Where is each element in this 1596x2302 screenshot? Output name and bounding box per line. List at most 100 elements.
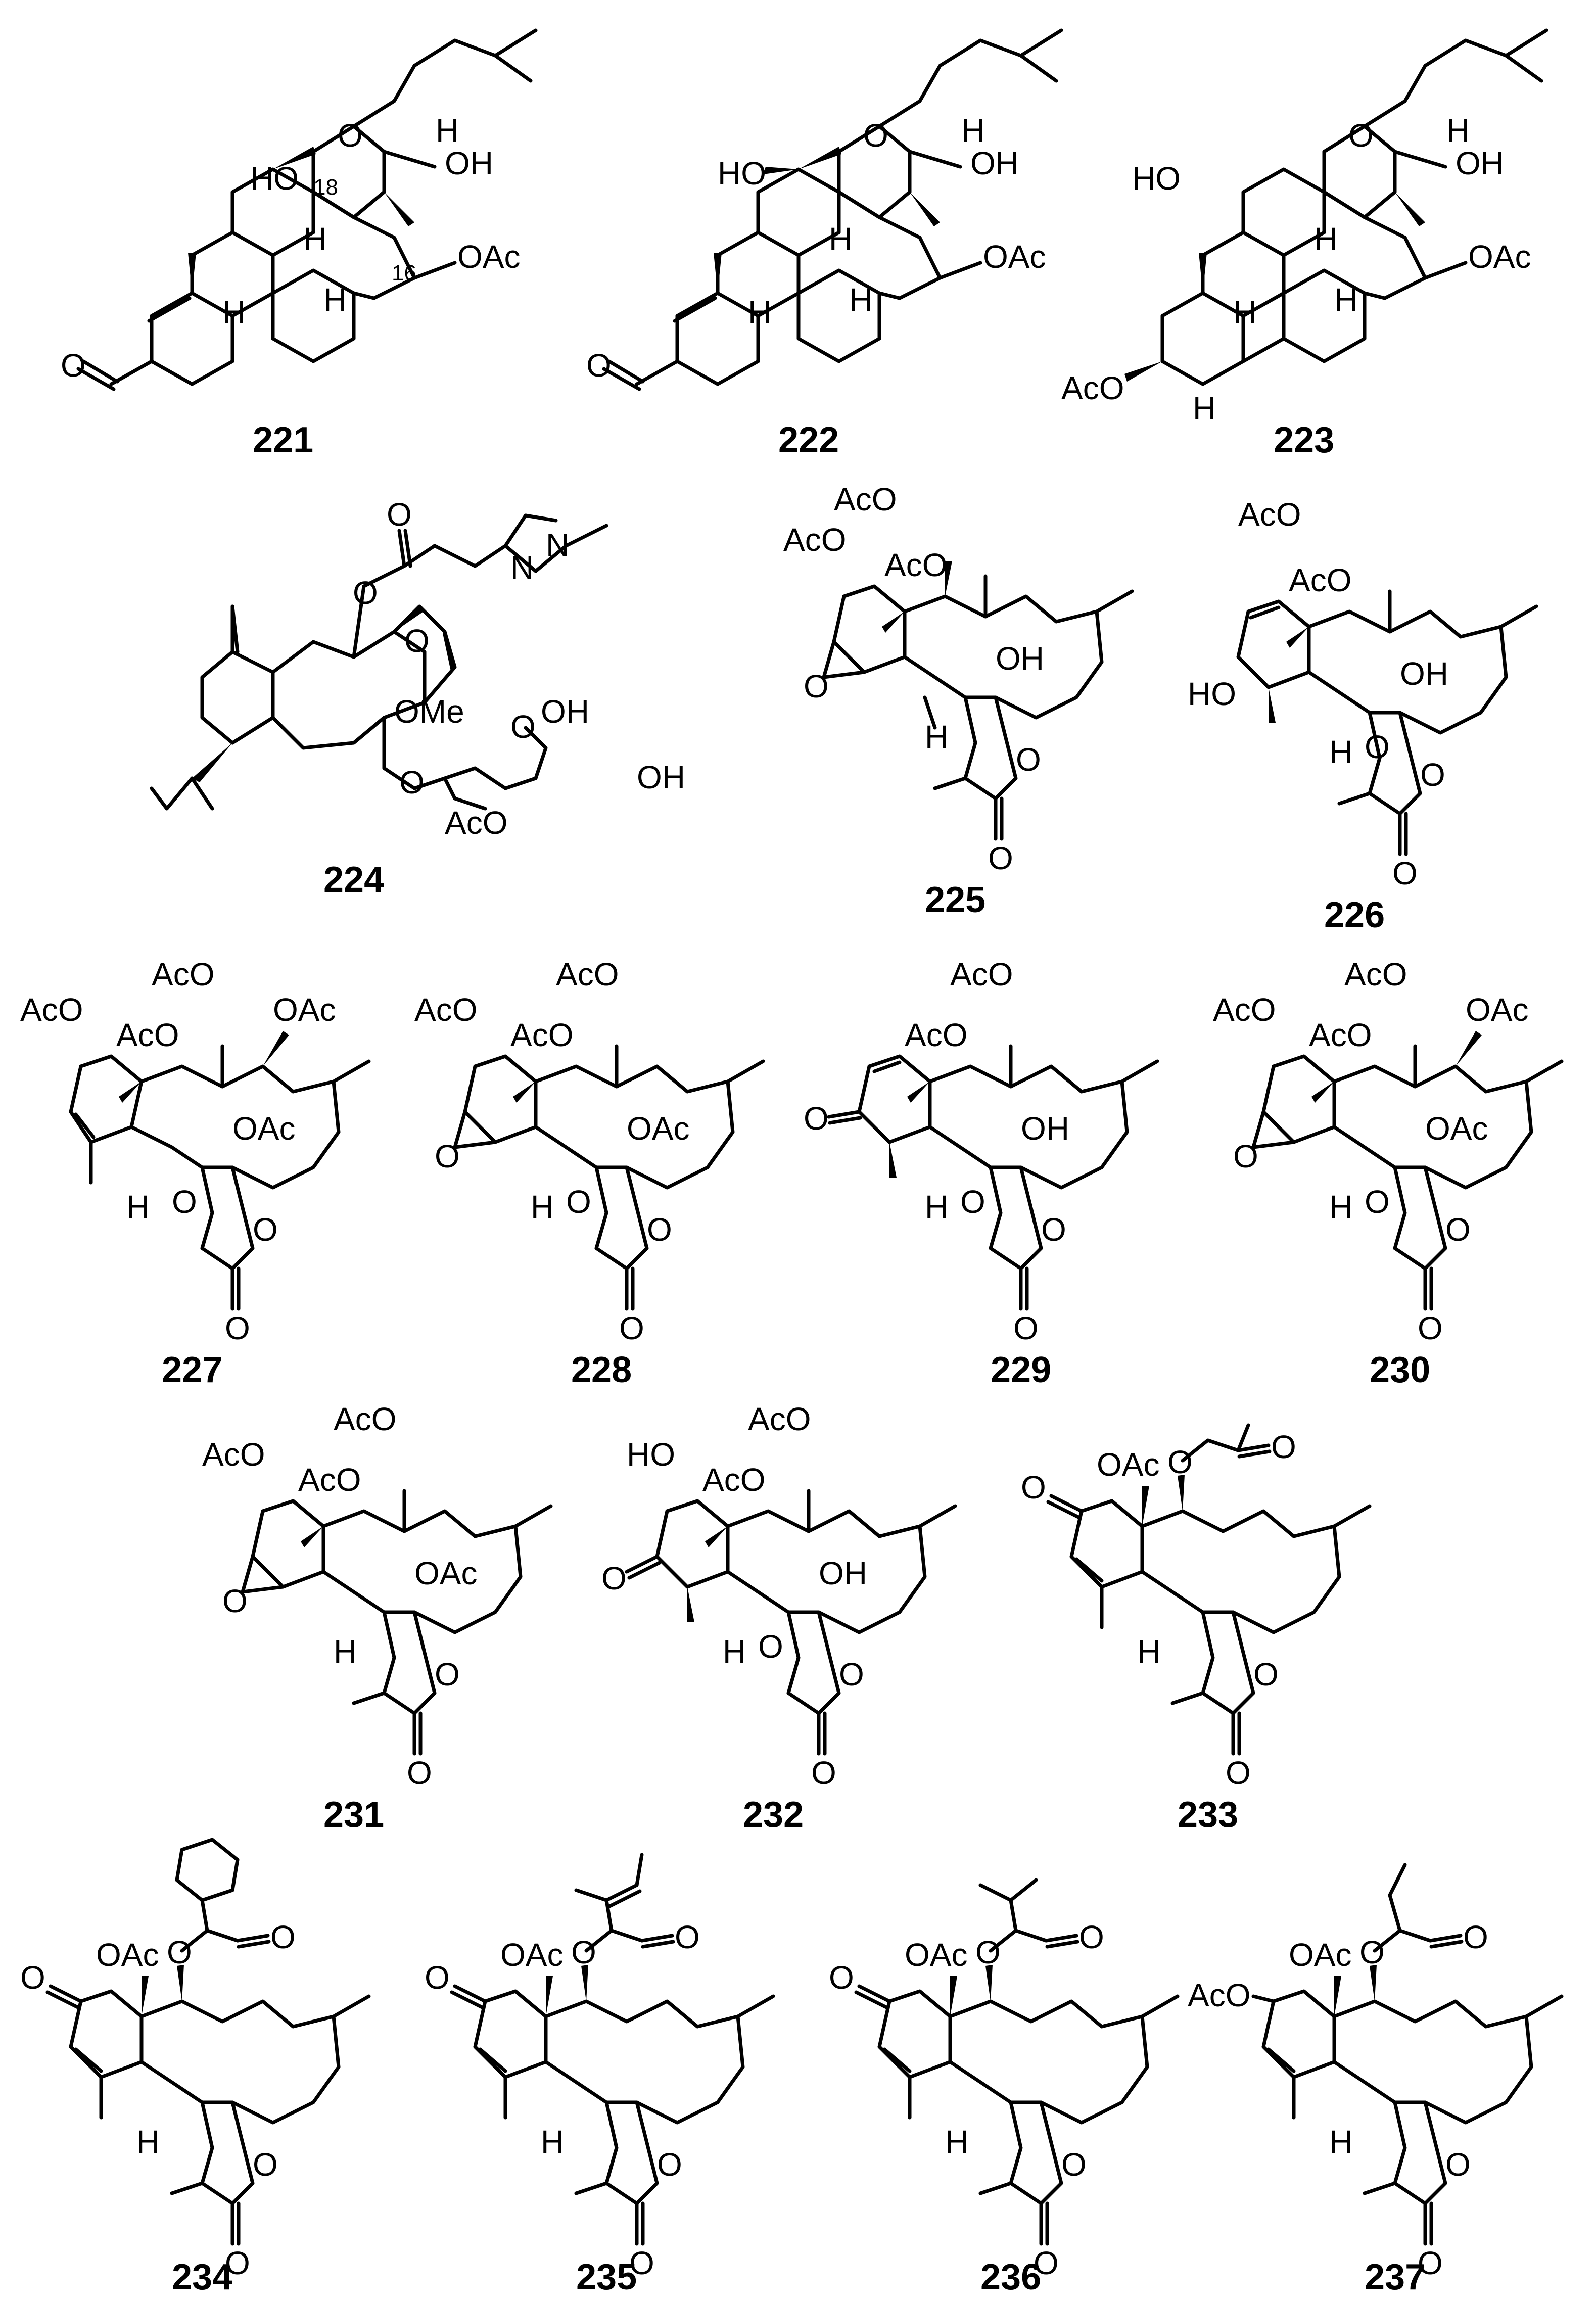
compound-226-oh: OH bbox=[1400, 655, 1448, 692]
compound-236-bonds bbox=[854, 1878, 1180, 2246]
compound-229-aco1: AcO bbox=[950, 956, 1013, 993]
compound-237-bonds bbox=[1251, 1863, 1564, 2246]
compound-223-aco: AcO bbox=[1061, 370, 1124, 406]
compound-231-aco2: AcO bbox=[334, 1401, 396, 1437]
compound-221-id: 221 bbox=[253, 420, 313, 460]
compound-237-h: H bbox=[1329, 2124, 1352, 2160]
compound-224-n2: N bbox=[510, 549, 534, 586]
compound-222-h3: H bbox=[849, 281, 872, 318]
compound-227-bonds bbox=[69, 1031, 371, 1311]
compound-225-aco3: AcO bbox=[884, 547, 947, 583]
compound-222-ho: HO bbox=[718, 155, 766, 192]
compound-235-o-ester1: O bbox=[571, 1934, 596, 1970]
compound-222-oh: OH bbox=[970, 145, 1019, 181]
compound-235-o-ester2: O bbox=[675, 1919, 700, 1955]
compound-228-aco2: AcO bbox=[556, 956, 619, 993]
compound-236-oac: OAc bbox=[905, 1937, 967, 1973]
compound-227-id: 227 bbox=[162, 1350, 222, 1390]
compound-224-oh1: OH bbox=[541, 693, 589, 730]
compound-236-o-enone: O bbox=[829, 1959, 854, 1996]
compound-222-h2: H bbox=[829, 221, 852, 257]
compound-232-o-enone: O bbox=[601, 1560, 627, 1596]
compound-236-o-keto: O bbox=[1034, 2245, 1059, 2281]
compound-224-o-bridge: O bbox=[404, 623, 430, 659]
compound-230-o-epox1: O bbox=[1233, 1138, 1258, 1175]
compound-223-h3: H bbox=[1334, 281, 1357, 318]
compound-234-o-lac: O bbox=[253, 2146, 278, 2183]
compound-225-id: 225 bbox=[925, 880, 985, 920]
compound-227-o-lac: O bbox=[253, 1211, 278, 1248]
compound-233-o-lac: O bbox=[1253, 1656, 1279, 1693]
compound-227-oac1: OAc bbox=[273, 992, 336, 1028]
compound-222: HO O H OH OAc O H H H 222 bbox=[586, 28, 1063, 460]
compound-226-bonds bbox=[1236, 589, 1538, 856]
compound-230-o-keto: O bbox=[1418, 1310, 1443, 1346]
compound-225-o-keto: O bbox=[988, 840, 1013, 876]
compound-226: AcO AcO OH HO H O O O 226 bbox=[1188, 496, 1538, 935]
compound-221-oh: OH bbox=[445, 145, 493, 181]
compound-232-o-keto: O bbox=[811, 1755, 836, 1791]
compound-221-h3: H bbox=[323, 281, 347, 318]
compound-223-h2: H bbox=[1314, 221, 1337, 257]
compound-236-o-lac: O bbox=[1061, 2146, 1087, 2183]
compound-224-o-sugar: O bbox=[510, 709, 536, 745]
compound-223-h-top: H bbox=[1446, 112, 1470, 149]
compound-231-aco1: AcO bbox=[202, 1436, 265, 1473]
compound-233-o-ester2: O bbox=[1271, 1429, 1296, 1465]
compound-230-oac1: OAc bbox=[1466, 992, 1528, 1028]
compound-232-o-lac: O bbox=[839, 1656, 864, 1693]
compound-237-oac: OAc bbox=[1289, 1937, 1351, 1973]
compound-236-o-ester1: O bbox=[975, 1934, 1001, 1970]
compound-230-oac2: OAc bbox=[1425, 1110, 1488, 1147]
compound-225: AcO AcO AcO OH H O O O 225 bbox=[783, 481, 1134, 920]
compound-231-id: 231 bbox=[323, 1795, 384, 1835]
compound-228: AcO AcO AcO OAc H O O O O 228 bbox=[414, 956, 765, 1390]
compound-231-h: H bbox=[334, 1633, 357, 1670]
compound-226-aco1: AcO bbox=[1238, 496, 1301, 533]
compound-230-aco2: AcO bbox=[1344, 956, 1407, 993]
compound-225-bonds bbox=[822, 561, 1134, 841]
compound-225-oh: OH bbox=[996, 640, 1044, 677]
compound-221-bonds bbox=[76, 28, 538, 391]
compound-223-oac: OAc bbox=[1468, 239, 1531, 275]
compound-228-aco1: AcO bbox=[414, 992, 477, 1028]
compound-221-h1: H bbox=[222, 294, 246, 331]
compound-235-h: H bbox=[541, 2124, 564, 2160]
compound-223-bonds bbox=[1124, 28, 1548, 386]
compound-228-o-epox1: O bbox=[435, 1138, 460, 1175]
compound-232: HO AcO AcO OH O H O O O 232 bbox=[601, 1401, 957, 1835]
compound-228-id: 228 bbox=[571, 1350, 632, 1390]
compound-227-o-keto: O bbox=[225, 1310, 250, 1346]
compound-223-h4: H bbox=[1193, 390, 1216, 427]
compound-232-aco1: AcO bbox=[748, 1401, 811, 1437]
compound-224-id: 224 bbox=[323, 860, 384, 900]
compound-226-aco2: AcO bbox=[1289, 562, 1351, 598]
compound-229-bonds bbox=[827, 1044, 1159, 1311]
compound-230-id: 230 bbox=[1370, 1350, 1430, 1390]
compound-227-aco1: AcO bbox=[20, 992, 83, 1028]
compound-232-ho: HO bbox=[627, 1436, 675, 1473]
compound-221-o-keto: O bbox=[61, 347, 86, 384]
compound-225-aco2: AcO bbox=[834, 481, 897, 518]
compound-225-h: H bbox=[925, 719, 948, 755]
compound-223-h1: H bbox=[1233, 294, 1256, 331]
compound-234-o-enone: O bbox=[20, 1959, 45, 1996]
compound-232-id: 232 bbox=[743, 1795, 804, 1835]
compound-228-o-epox2: O bbox=[566, 1184, 591, 1220]
compound-222-o-keto: O bbox=[586, 347, 612, 384]
compound-224-aco: AcO bbox=[445, 805, 507, 841]
compound-237-o-ester2: O bbox=[1463, 1919, 1488, 1955]
compound-229-oh: OH bbox=[1021, 1110, 1069, 1147]
compound-232-oh: OH bbox=[819, 1555, 867, 1591]
compound-221-c16: 16 bbox=[392, 261, 416, 286]
compound-229-id: 229 bbox=[991, 1350, 1051, 1390]
compound-223-oh: OH bbox=[1456, 145, 1504, 181]
compound-224-o-carbonyl: O bbox=[387, 496, 412, 533]
compound-233-id: 233 bbox=[1178, 1795, 1238, 1835]
compound-222-oac: OAc bbox=[983, 239, 1046, 275]
compound-232-bonds bbox=[625, 1489, 957, 1756]
compound-221-o-ring: O bbox=[338, 117, 363, 154]
compound-229-o-keto: O bbox=[1013, 1310, 1039, 1346]
compound-235-bonds bbox=[450, 1853, 775, 2246]
